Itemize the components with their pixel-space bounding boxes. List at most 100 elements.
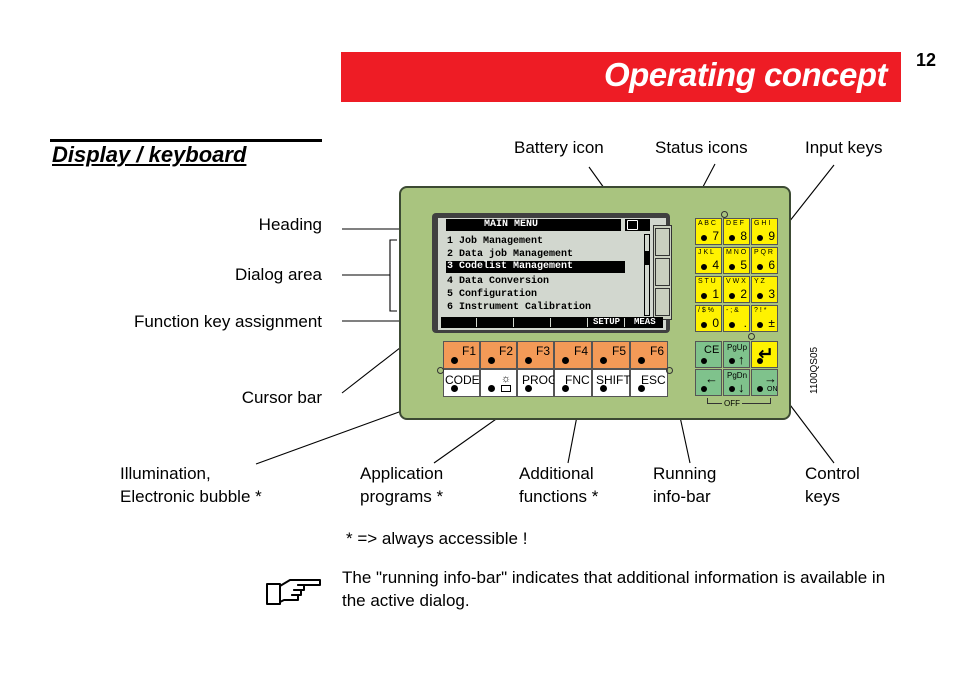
- menu-item[interactable]: 5 Configuration: [447, 289, 538, 300]
- pgdn-key[interactable]: PgDn ↓: [723, 369, 750, 396]
- label-functions: functions *: [519, 487, 599, 506]
- key-dot: [701, 322, 707, 328]
- key-dot: [488, 385, 495, 392]
- f2-label: F2: [498, 344, 513, 358]
- menu-item[interactable]: 1 Job Management: [447, 236, 544, 247]
- section-rule: [50, 139, 322, 142]
- screw-mark: [437, 367, 444, 374]
- pgup-key[interactable]: PgUp ↑: [723, 341, 750, 368]
- f5-label: F5: [611, 344, 626, 358]
- key-dot: [729, 386, 735, 392]
- key-dot: [600, 357, 607, 364]
- key-dot: [451, 357, 458, 364]
- esc-key[interactable]: ESC: [630, 369, 668, 397]
- label-keys: keys: [805, 487, 840, 506]
- fnc-key[interactable]: FNC: [554, 369, 592, 397]
- shift-label: SHIFT: [596, 373, 631, 387]
- f2-key[interactable]: F2: [480, 341, 517, 369]
- key-letters: A B C: [698, 220, 716, 227]
- label-info-bar: info-bar: [653, 487, 711, 506]
- label-control: Control: [805, 464, 860, 483]
- ce-key[interactable]: CE: [695, 341, 722, 368]
- key-letters: / $ %: [698, 307, 714, 314]
- key-digit: 6: [768, 258, 775, 272]
- key-dot: [525, 357, 532, 364]
- key-dot: [488, 357, 495, 364]
- key-dot: [729, 235, 735, 241]
- esc-label: ESC: [641, 373, 666, 387]
- f4-label: F4: [573, 344, 588, 358]
- bubble-icon: [501, 385, 511, 392]
- footnote: * => always accessible !: [346, 529, 528, 548]
- menu-item-selected[interactable]: 3 Codelist Management: [446, 261, 625, 273]
- f6-key[interactable]: F6: [630, 341, 668, 369]
- menu-item[interactable]: 6 Instrument Calibration: [447, 302, 592, 313]
- menu-item[interactable]: 4 Data Conversion: [447, 276, 550, 287]
- key-dot: [757, 322, 763, 328]
- key-digit: 7: [712, 229, 719, 243]
- key-dot: [757, 358, 763, 364]
- key-dot: [729, 322, 735, 328]
- illumination-key[interactable]: ☼: [480, 369, 517, 397]
- ce-label: CE: [704, 344, 720, 356]
- prog-label: PROG: [522, 373, 558, 387]
- status-icon-slot: [655, 228, 670, 256]
- key-0[interactable]: / $ %0: [695, 305, 722, 332]
- menu-item[interactable]: 2 Data job Management: [447, 249, 574, 260]
- key-dot: [701, 386, 707, 392]
- key-decimal[interactable]: - ; &.: [723, 305, 750, 332]
- softkey-slot: [515, 318, 551, 327]
- key-dot: [729, 293, 735, 299]
- label-running: Running: [653, 464, 717, 483]
- shift-key[interactable]: SHIFT: [592, 369, 631, 397]
- label-input-keys: Input keys: [805, 138, 883, 157]
- info-note: The "running info-bar" indicates that ad…: [342, 568, 886, 610]
- key-digit: 9: [768, 229, 775, 243]
- key-digit: 5: [740, 258, 747, 272]
- key-7[interactable]: A B C 7: [695, 218, 722, 245]
- pointing-hand-icon: [266, 579, 321, 605]
- key-digit: 8: [740, 229, 747, 243]
- battery-icon: [627, 220, 638, 230]
- key-dot: [729, 264, 735, 270]
- label-function-key-assignment: Function key assignment: [133, 312, 322, 331]
- key-letters: S T U: [698, 278, 716, 285]
- f1-key[interactable]: F1: [443, 341, 480, 369]
- fnc-label: FNC: [565, 373, 590, 387]
- key-digit: 2: [740, 287, 747, 301]
- code-key[interactable]: CODE: [443, 369, 480, 397]
- screen-heading: MAIN MENU: [446, 219, 621, 231]
- key-dot: [757, 235, 763, 241]
- key-dot: [701, 358, 707, 364]
- on-label: ON: [767, 386, 778, 393]
- key-letters: ? ! *: [754, 307, 767, 314]
- label-status-icons: Status icons: [655, 138, 748, 157]
- right-on-key[interactable]: → ON: [751, 369, 778, 396]
- left-key[interactable]: ←: [695, 369, 722, 396]
- off-label: OFF: [722, 399, 742, 408]
- f5-key[interactable]: F5: [592, 341, 630, 369]
- softkey-slot: [441, 318, 477, 327]
- arrow-right-icon: →: [764, 371, 777, 386]
- enter-key[interactable]: ↵: [751, 341, 778, 368]
- f3-key[interactable]: F3: [517, 341, 554, 369]
- key-letters: J K L: [698, 249, 714, 256]
- screen: [438, 218, 666, 330]
- softkey-setup: SETUP: [593, 317, 621, 327]
- key-digit: 3: [768, 287, 775, 301]
- key-plus-minus[interactable]: ? ! *±: [751, 305, 778, 332]
- f4-key[interactable]: F4: [554, 341, 592, 369]
- key-dot: [638, 385, 645, 392]
- key-dot: [757, 386, 763, 392]
- prog-key[interactable]: PROG: [517, 369, 558, 397]
- key-dot: [701, 264, 707, 270]
- indicator-led: [721, 211, 728, 218]
